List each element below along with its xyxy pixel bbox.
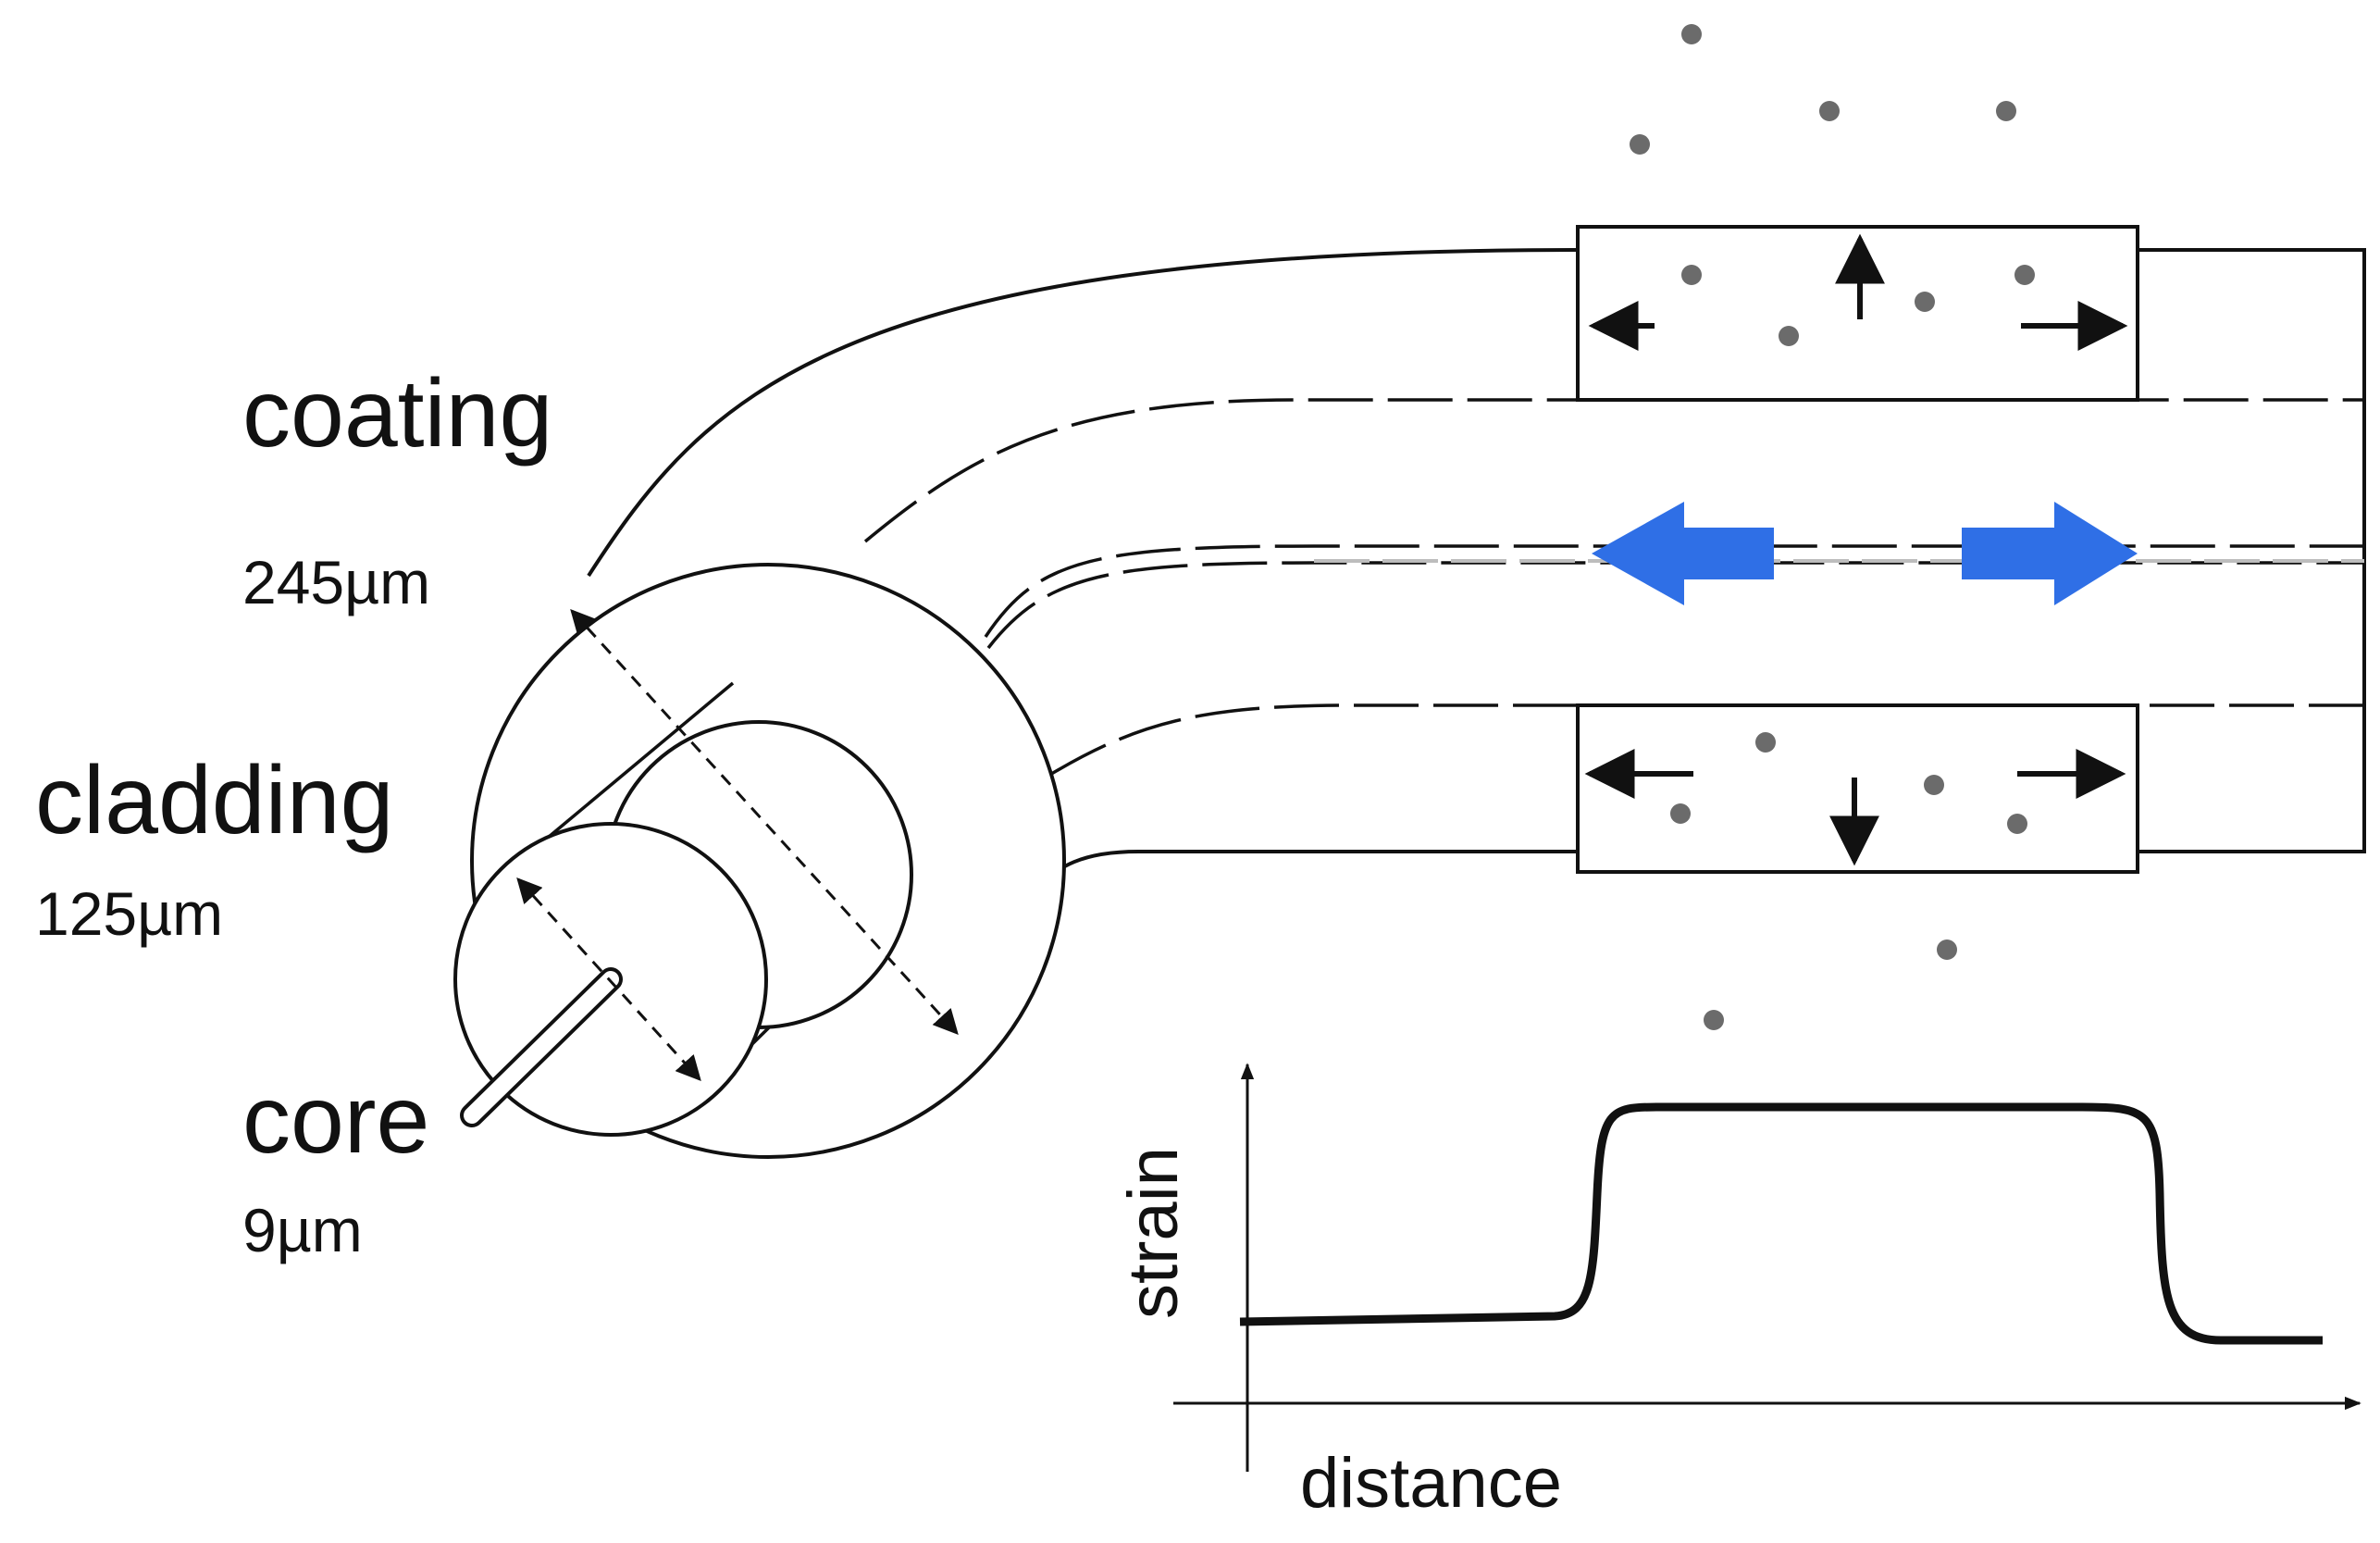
coating-size-label: 245µm bbox=[242, 548, 430, 616]
strain-curve bbox=[1239, 1102, 2323, 1345]
x-axis-label: distance bbox=[1300, 1444, 1562, 1523]
lower-strain-box bbox=[1576, 703, 2139, 874]
strain-graph bbox=[1173, 1063, 2361, 1472]
y-axis-label: strain bbox=[1114, 1147, 1193, 1319]
core-size-label: 9µm bbox=[242, 1196, 363, 1264]
upper-box-arrows bbox=[1588, 233, 2128, 351]
tension-arrow-left bbox=[1592, 502, 1774, 605]
coating-diameter-arrow bbox=[570, 609, 959, 1035]
fiber-outline bbox=[587, 248, 2366, 1027]
cladding-tube-dashes bbox=[863, 398, 2364, 778]
cladding-diameter-arrow bbox=[516, 877, 701, 1081]
cladding-size-label: 125µm bbox=[35, 879, 223, 948]
tension-arrow-right bbox=[1962, 502, 2138, 605]
particles bbox=[1630, 24, 2035, 1030]
coating-label: coating bbox=[242, 360, 552, 467]
cladding-label: cladding bbox=[35, 747, 393, 854]
lower-box-arrows bbox=[1584, 749, 2126, 866]
core-label: core bbox=[242, 1066, 429, 1174]
